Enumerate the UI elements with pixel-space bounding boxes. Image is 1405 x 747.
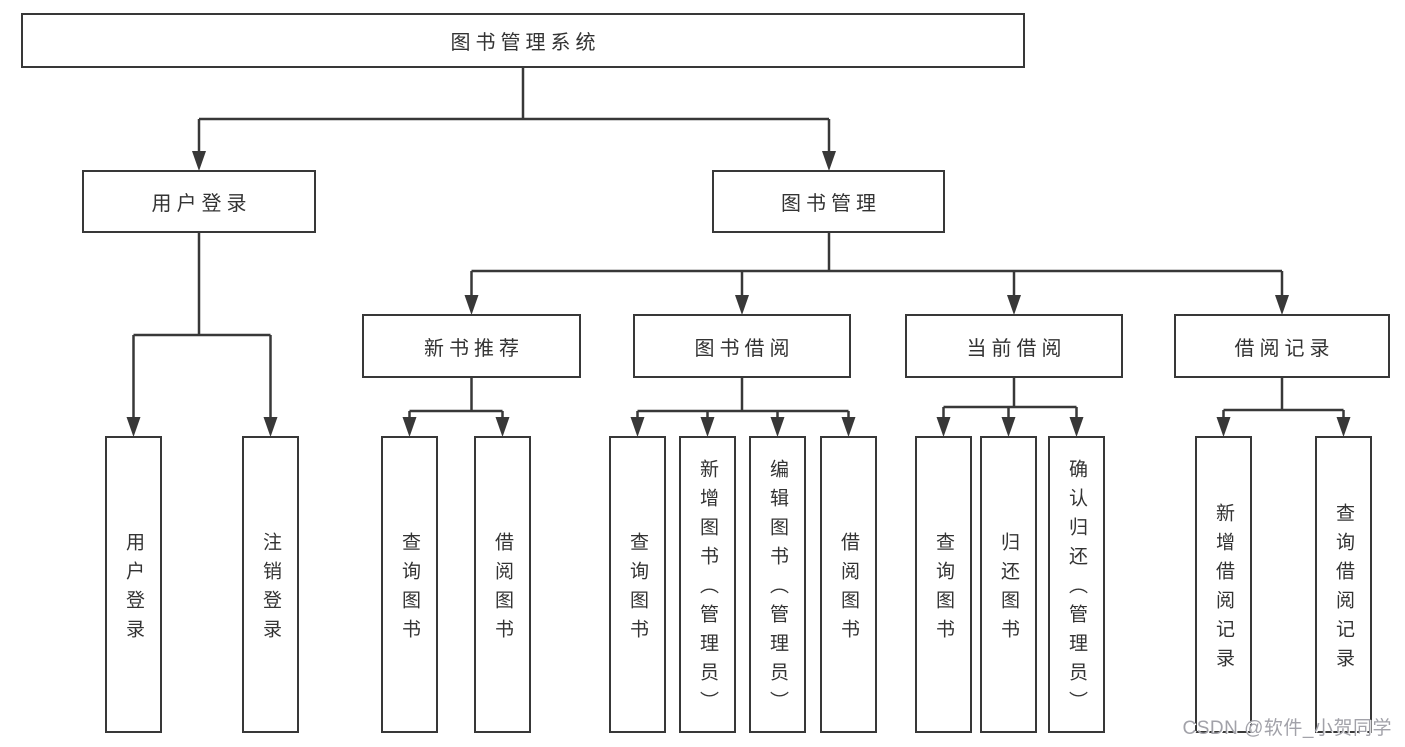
node-label: 借阅记录: [1234, 337, 1335, 360]
csdn-watermark: CSDN @软件_小贺同学: [1182, 718, 1392, 739]
node-label: 用户登录: [151, 193, 252, 215]
connector-arrowhead-book-mgmt-to-level3-0: [464, 295, 479, 315]
connector-arrowhead-current-borrowing-to-leaves-1: [1001, 417, 1016, 437]
leaf-query-borrow-record: 查询借阅记录: [1315, 436, 1372, 733]
node-book-borrowing: 图书借阅: [633, 314, 851, 378]
connector-arrowhead-book-borrowing-to-leaves-2: [770, 417, 785, 437]
node-label: 当前借阅: [966, 337, 1067, 360]
leaf-label: 归还图书: [998, 531, 1019, 648]
connector-arrowhead-user-login-to-leaves-0: [126, 417, 141, 437]
connector-arrowhead-book-mgmt-to-level3-1: [735, 295, 749, 315]
connector-arrowhead-book-borrowing-to-leaves-1: [700, 417, 715, 437]
node-user-login: 用户登录: [82, 170, 316, 233]
leaf-query-books-recommend: 查询图书: [381, 436, 438, 733]
node-current-borrowing: 当前借阅: [905, 314, 1123, 378]
connector-arrowhead-book-borrowing-to-leaves-0: [630, 417, 645, 437]
leaf-query-books-borrowing: 查询图书: [609, 436, 666, 733]
node-label: 图书借阅: [694, 337, 795, 360]
leaf-label: 编辑图书（管理员）: [767, 459, 788, 720]
leaf-add-book-admin: 新增图书（管理员）: [679, 436, 736, 733]
leaf-confirm-return-admin: 确认归还（管理员）: [1048, 436, 1105, 733]
leaf-label: 新增借阅记录: [1213, 502, 1234, 677]
connector-arrowhead-book-mgmt-to-level3-2: [1007, 295, 1021, 315]
node-label: 新书推荐: [424, 337, 524, 360]
connector-arrowhead-borrow-records-to-leaves-1: [1336, 417, 1351, 437]
leaf-label: 查询图书: [627, 531, 648, 648]
connector-arrowhead-borrow-records-to-leaves-0: [1216, 417, 1231, 437]
node-new-book-recommendation: 新书推荐: [362, 314, 581, 378]
leaf-user-login: 用户登录: [105, 436, 162, 733]
node-borrowing-records: 借阅记录: [1174, 314, 1390, 378]
connector-arrowhead-current-borrowing-to-leaves-0: [936, 417, 951, 437]
node-book-management: 图书管理: [712, 170, 945, 233]
leaf-label: 借阅图书: [492, 531, 513, 648]
leaf-label: 新增图书（管理员）: [697, 459, 718, 720]
leaf-edit-book-admin: 编辑图书（管理员）: [749, 436, 806, 733]
leaf-borrow-books-borrowing: 借阅图书: [820, 436, 877, 733]
node-book-management-system: 图书管理系统: [21, 13, 1025, 68]
leaf-add-borrow-record: 新增借阅记录: [1195, 436, 1252, 733]
leaf-label: 注销登录: [260, 531, 281, 648]
node-label: 图书管理: [781, 193, 881, 215]
connector-arrowhead-new-book-rec-to-leaves-1: [495, 417, 510, 437]
leaf-label: 用户登录: [123, 531, 144, 648]
connector-arrowhead-book-borrowing-to-leaves-3: [841, 417, 856, 437]
connector-arrowhead-new-book-rec-to-leaves-0: [402, 417, 417, 437]
connector-arrowhead-root-to-level2-1: [822, 151, 836, 171]
leaf-borrow-books-recommend: 借阅图书: [474, 436, 531, 733]
leaf-label: 借阅图书: [838, 531, 859, 648]
leaf-label: 查询借阅记录: [1333, 502, 1354, 677]
leaf-label: 确认归还（管理员）: [1066, 459, 1087, 720]
leaf-query-books-current: 查询图书: [915, 436, 972, 733]
leaf-return-books: 归还图书: [980, 436, 1037, 733]
node-label: 图书管理系统: [450, 32, 601, 54]
leaf-label: 查询图书: [399, 531, 420, 648]
connector-arrowhead-root-to-level2-0: [192, 151, 206, 171]
leaf-label: 查询图书: [933, 531, 954, 648]
connector-arrowhead-current-borrowing-to-leaves-2: [1069, 417, 1084, 437]
connector-arrowhead-book-mgmt-to-level3-3: [1275, 295, 1289, 315]
connector-arrowhead-user-login-to-leaves-1: [263, 417, 278, 437]
leaf-logout: 注销登录: [242, 436, 299, 733]
